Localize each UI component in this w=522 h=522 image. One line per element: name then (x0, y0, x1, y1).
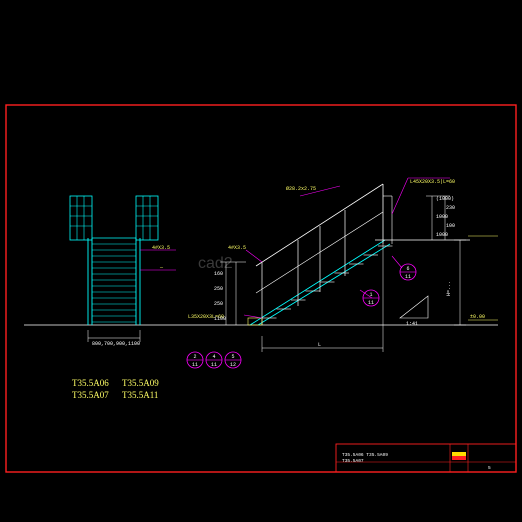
balloon-top-number: 2 (193, 354, 196, 360)
title-block-codes-1: T35.5A06 T35.5A09 (342, 452, 388, 458)
watermark: cad2 (198, 255, 233, 272)
balloon-top-number: 1 (369, 292, 372, 298)
balloon-bottom-number: 11 (211, 362, 217, 368)
dim-right-label: 1000 (436, 214, 448, 220)
dim-right-label: 230 (446, 205, 455, 211)
angle-label-left: 4#X3.5 (152, 245, 170, 251)
title-block-sheet-no: 5 (488, 465, 491, 471)
balloons-bottom: 2 11 4 11 5 12 (186, 351, 242, 369)
dim-right-label: 1000 (436, 232, 448, 238)
span-label: L (318, 342, 321, 348)
dims-right: 1000 100 1000 230 (1000) (436, 196, 455, 238)
dim-left-label: 160 (214, 271, 223, 277)
dim-right-label: 100 (446, 223, 455, 229)
balloon-top-number: 5 (231, 354, 234, 360)
balloon-bottom-number: 11 (192, 362, 198, 368)
dim-left-label: 1100 (214, 316, 226, 322)
dim-right-label: (1000) (436, 196, 454, 202)
drawing-frame (5, 104, 517, 473)
drawing-code-2: T35.5A09 (122, 378, 159, 388)
balloon-top-number: 4 (212, 354, 215, 360)
top-flat-bar-label: L45X20X3.5|L=60 (410, 179, 455, 185)
drawing-code-1: T35.5A06 (72, 378, 109, 388)
height-label: H=... (446, 281, 452, 296)
bottom-plate-label: L35X20X3L=60 (188, 314, 224, 320)
drawing-code-4: T35.5A11 (122, 390, 158, 400)
front-elevation (69, 195, 176, 342)
dim-left-label: 250 (214, 301, 223, 307)
ground-mark-label: ±0.00 (470, 314, 485, 320)
title-block (335, 443, 517, 473)
angle-label-mid: 4#X3.5 (228, 245, 246, 251)
dim-left-label: 250 (214, 286, 223, 292)
drawing-code-3: T35.5A07 (72, 390, 109, 400)
balloon-bottom-number: 11 (405, 274, 411, 280)
width-dim-label: 800,700,900,1100 (92, 341, 140, 347)
balloon-bottom-number: 11 (368, 300, 374, 306)
balloon-bottom-number: 12 (230, 362, 236, 368)
pipe-handrail-label: Ø28.2x2.75 (286, 185, 316, 192)
side-elevation (220, 177, 498, 352)
balloon-top-number: 6 (406, 266, 409, 272)
flat-bar-label-left: — (159, 265, 164, 271)
dims-left: 1100 250 250 160 (214, 271, 226, 322)
title-block-codes-2: T35.5A07 (342, 458, 364, 464)
slope-label: 1:41 (406, 321, 418, 327)
